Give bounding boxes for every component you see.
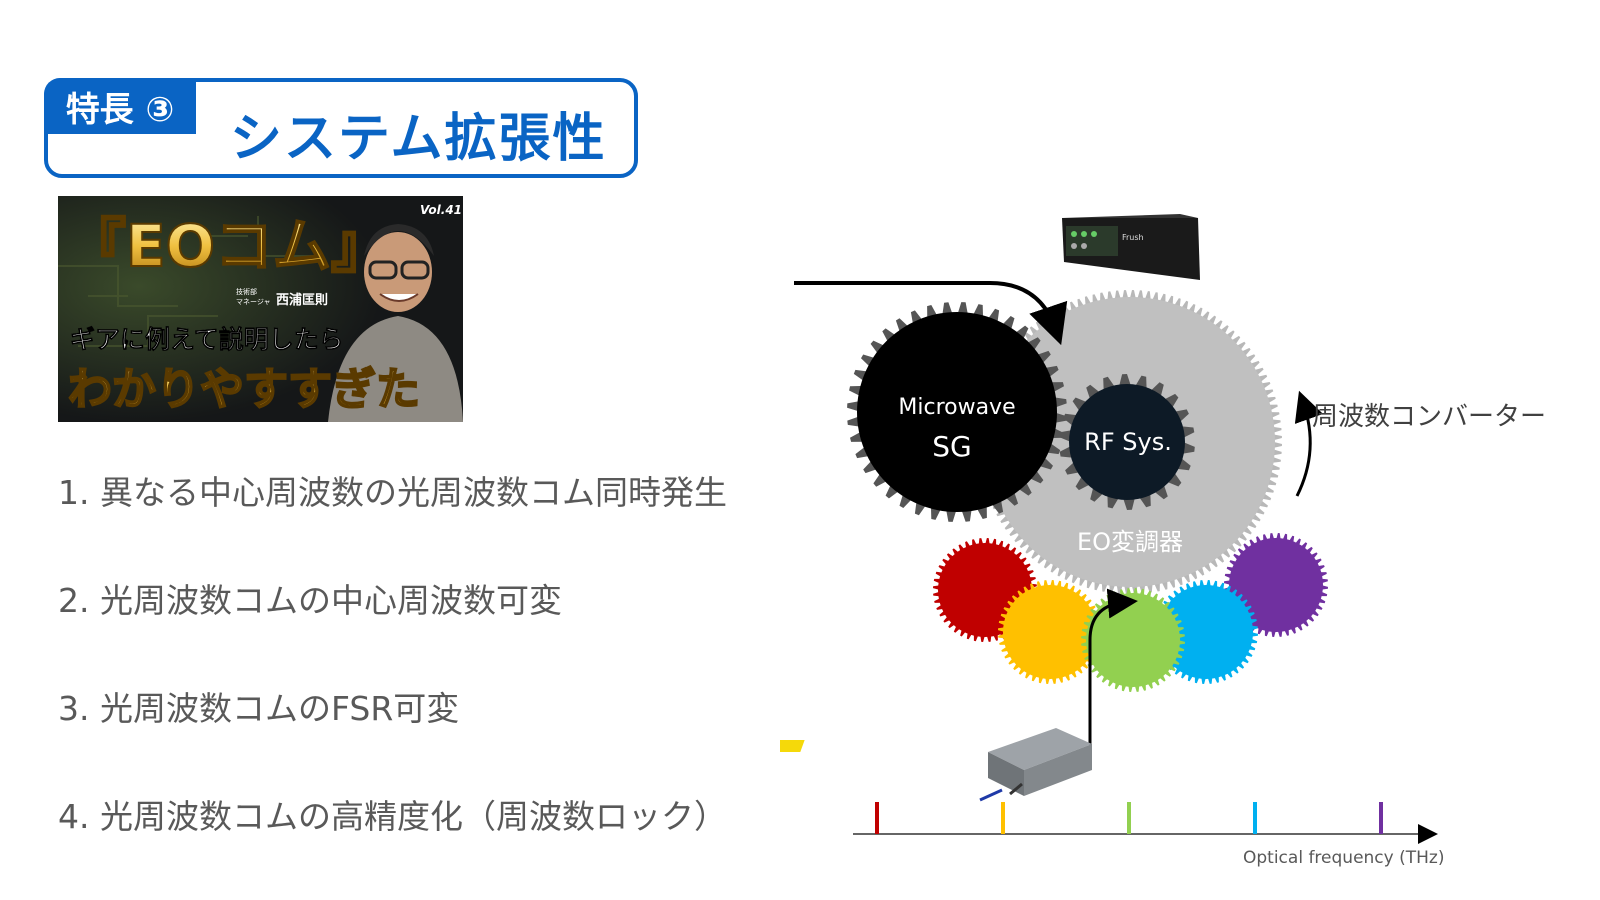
eo-modulator-label: EO変調器 (1077, 528, 1183, 556)
device-brand: Frush (1122, 233, 1144, 242)
input-arrow (794, 281, 1068, 346)
video-thumbnail[interactable]: 『EOコム』 Vol.41 技術部 マネージャ 西浦匡則 ギアに例えて説明したら… (58, 196, 463, 422)
frequency-converter-label: 周波数コンバーター (1312, 402, 1547, 432)
thumbnail-vol: Vol.41 (420, 203, 462, 217)
person-face (364, 232, 432, 312)
mw-gear-body (857, 312, 1057, 512)
sg-label: SG (932, 430, 971, 463)
comb-gears (933, 533, 1328, 692)
thumbnail-role: マネージャ (236, 298, 271, 306)
feature-item-2: 2. 光周波数コムの中心周波数可変 (58, 581, 562, 620)
feature-item-4: 4. 光周波数コムの高精度化（周波数ロック） (58, 797, 727, 836)
thumbnail-headline: 『EOコム』 (68, 212, 389, 280)
microwave-label: Microwave (898, 395, 1015, 420)
feature-tag: 特長 ③ (44, 78, 196, 134)
comb-lines (875, 802, 1383, 834)
thumbnail-line2: わかりやすすぎた (68, 364, 420, 415)
rf-system-gear (1059, 374, 1195, 510)
laser-device-image (780, 728, 1092, 802)
comb-gear-3-body (1086, 593, 1180, 687)
microwave-sg-gear (847, 302, 1067, 522)
gear-diagram: Frush EO変調器 Microwave SG RF Sys. (780, 214, 1438, 844)
laser-arrow (1088, 588, 1138, 745)
converter-arrow (1294, 390, 1324, 497)
comb-gear-5-body (1229, 538, 1323, 632)
feature-item-3: 3. 光周波数コムのFSR可変 (58, 689, 460, 728)
comb-gear-2-body (1003, 585, 1097, 679)
feature-item-1: 1. 異なる中心周波数の光周波数コム同時発生 (58, 473, 727, 512)
comb-gear-4-body (1159, 585, 1253, 679)
thumbnail-art: 『EOコム』 Vol.41 技術部 マネージャ 西浦匡則 ギアに例えて説明したら… (58, 196, 463, 422)
rack-device-image: Frush (1062, 214, 1200, 280)
rf-sys-label: RF Sys. (1084, 428, 1172, 456)
axis-label: Optical frequency (THz) (1243, 848, 1445, 868)
person-shirt (328, 316, 463, 422)
thumbnail-dept: 技術部 (236, 287, 257, 296)
rf-gear-body (1069, 384, 1185, 500)
thumbnail-line1: ギアに例えて説明したら (70, 325, 344, 354)
thumbnail-person: 西浦匡則 (276, 292, 328, 308)
page-title: システム拡張性 (230, 109, 607, 169)
